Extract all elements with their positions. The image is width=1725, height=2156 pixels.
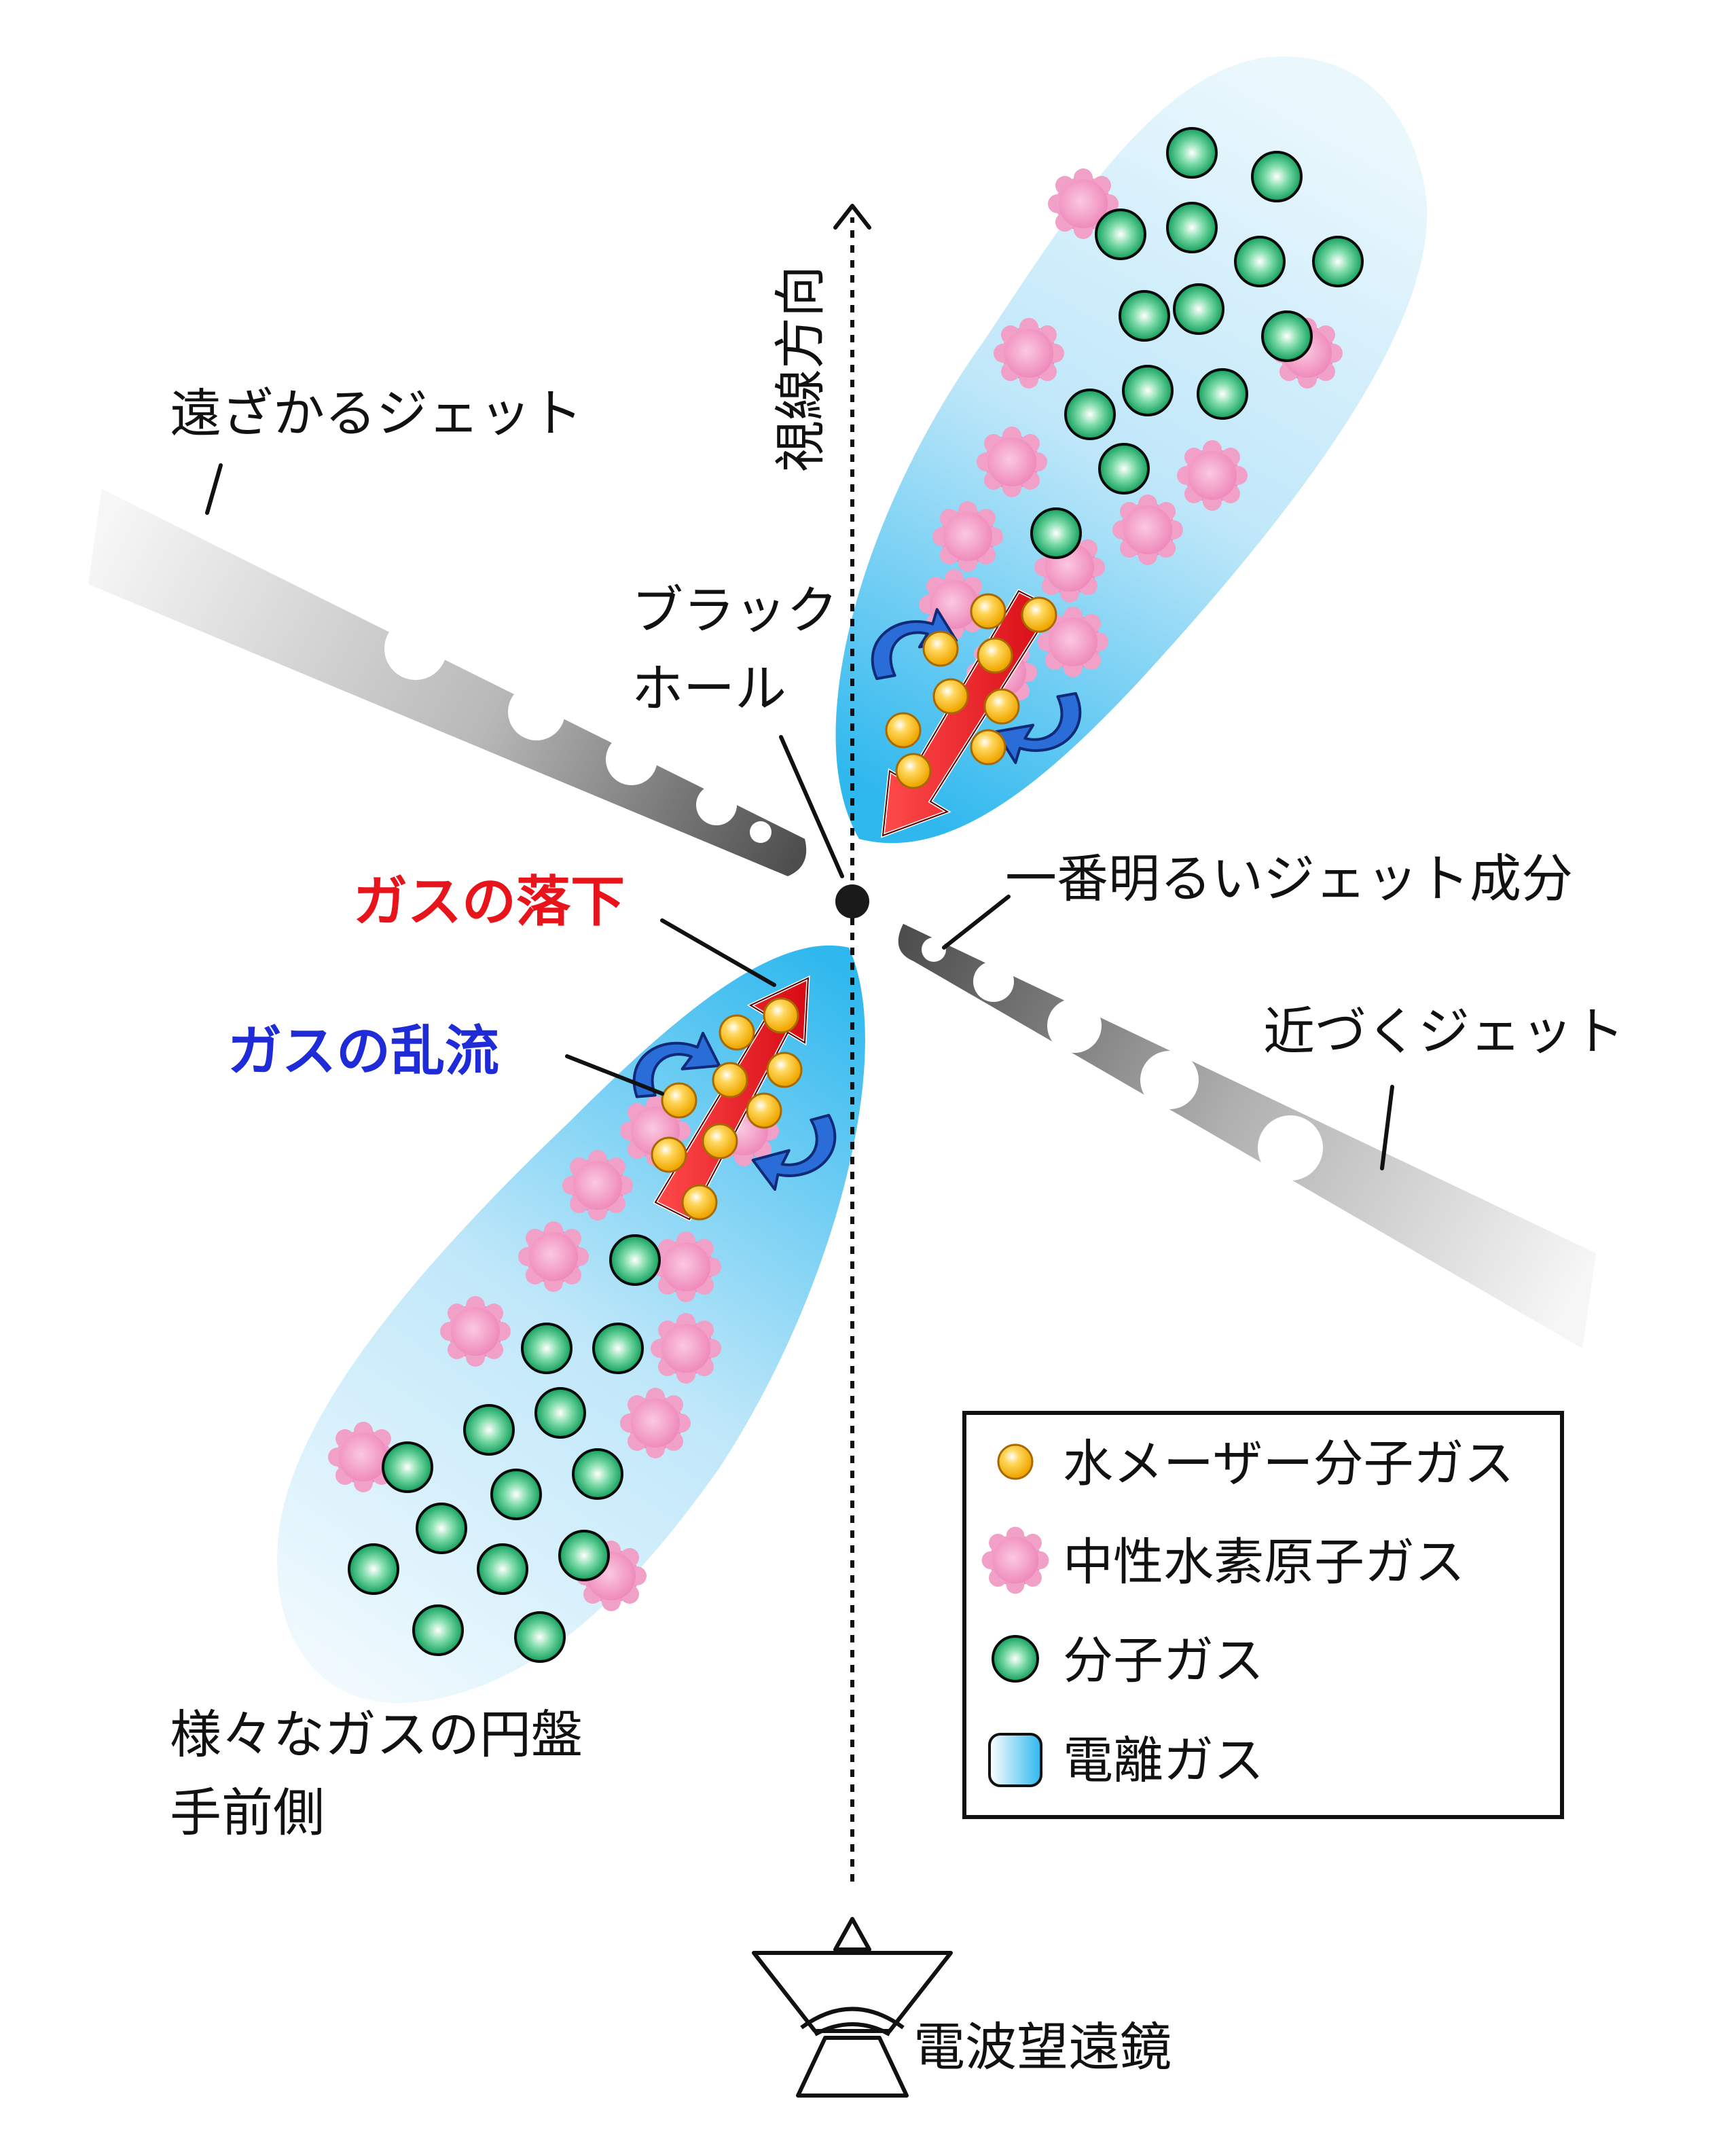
line-of-sight xyxy=(833,204,871,1882)
legend-label-molecular: 分子ガス xyxy=(1063,1632,1264,1690)
approaching-jet xyxy=(898,924,1596,1348)
line-of-sight-label: 視線方向 xyxy=(770,266,831,472)
gas-turbulence-label: ガスの乱流 xyxy=(228,1020,499,1083)
disk-label-line1: 様々なガスの円盤 xyxy=(170,1704,583,1765)
neutral-h-blob-icon xyxy=(981,1526,1049,1594)
receding-jet-label: 遠ざかるジェット xyxy=(170,383,583,444)
receding-jet xyxy=(88,489,807,876)
legend-item-molecular: 分子ガス xyxy=(992,1632,1264,1690)
brightest-jet-label: 一番明るいジェット成分 xyxy=(1005,848,1573,909)
legend-item-maser: 水メーザー分子ガス xyxy=(997,1435,1514,1493)
legend-item-neutral-h: 中性水素原子ガス xyxy=(981,1526,1465,1594)
gas-infall-label: ガスの落下 xyxy=(353,870,625,933)
approaching-jet-label: 近づくジェット xyxy=(1263,1001,1624,1062)
legend-item-ionized: 電離ガス xyxy=(988,1731,1264,1790)
radio-telescope-icon xyxy=(752,1917,953,2098)
leader-lines xyxy=(205,463,1394,1170)
ionized-swatch-icon xyxy=(988,1733,1042,1787)
legend-label-maser: 水メーザー分子ガス xyxy=(1063,1435,1514,1493)
disk-label-line2: 手前側 xyxy=(170,1782,325,1843)
legend-label-neutral-h: 中性水素原子ガス xyxy=(1063,1533,1465,1592)
black-hole-label-line1: ブラック xyxy=(632,580,838,641)
legend: 水メーザー分子ガス 中性水素原子ガス 分子ガス 電離ガス xyxy=(962,1411,1564,1819)
molecular-dot-icon xyxy=(992,1635,1039,1683)
telescope-label: 電波望遠鏡 xyxy=(913,2017,1172,2077)
black-hole xyxy=(835,884,869,918)
legend-label-ionized: 電離ガス xyxy=(1063,1731,1264,1790)
maser-dot-icon xyxy=(997,1443,1034,1480)
black-hole-label-line2: ホール xyxy=(632,658,786,719)
